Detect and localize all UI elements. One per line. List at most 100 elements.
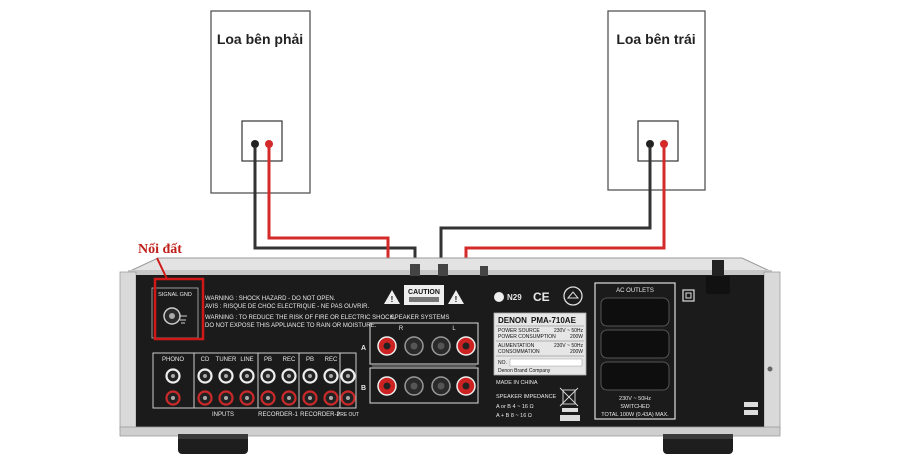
- rca-jack-pin: [287, 374, 291, 378]
- svg-text:WARNING : SHOCK HAZARD - DO NO: WARNING : SHOCK HAZARD - DO NOT OPEN.: [205, 296, 336, 302]
- svg-text:ALIMENTATION: ALIMENTATION: [498, 343, 535, 349]
- model-plate: DENON PMA-710AE POWER SOURCE 230V ~ 50Hz…: [493, 312, 587, 386]
- amplifier: [119, 257, 781, 454]
- power-cord: [712, 260, 724, 278]
- speaker-systems-block: SPEAKER SYSTEMS A B R L: [361, 315, 479, 404]
- rca-jack-pin: [203, 396, 207, 400]
- svg-text:POWER CONSUMPTION: POWER CONSUMPTION: [498, 334, 556, 340]
- jack-label: REC: [325, 357, 338, 363]
- svg-text:CAUTION: CAUTION: [408, 289, 440, 296]
- svg-text:PMA-710AE: PMA-710AE: [531, 316, 577, 325]
- svg-text:A + B 8 ~ 16 Ω: A + B 8 ~ 16 Ω: [496, 413, 532, 419]
- rca-jack-pin: [224, 374, 228, 378]
- left-speaker-positive-terminal: [660, 140, 668, 148]
- right-speaker-label: Loa bên phải: [217, 31, 303, 47]
- rca-jack-pin: [308, 396, 312, 400]
- jack-label: PB: [264, 357, 272, 363]
- rca-jack-pin: [346, 374, 350, 378]
- svg-text:B: B: [361, 385, 366, 392]
- rca-jack-pin: [308, 374, 312, 378]
- rca-input-section: [152, 352, 357, 409]
- speaker-impedance: SPEAKER IMPEDANCE A or B 4 ~ 16 Ω A + B …: [496, 387, 580, 421]
- double-insulation-icon: [682, 289, 695, 302]
- ac-outlet-2: [600, 329, 670, 359]
- svg-text:R: R: [399, 326, 404, 332]
- rca-jack-pin: [224, 396, 228, 400]
- svg-text:TOTAL 100W (0.43A) MAX.: TOTAL 100W (0.43A) MAX.: [601, 412, 669, 418]
- svg-text:!: !: [391, 295, 394, 304]
- right-speaker: Loa bên phải: [210, 10, 311, 194]
- ac-outlet-1: [600, 297, 670, 327]
- ac-outlet-3: [600, 361, 670, 391]
- svg-text:200W: 200W: [570, 334, 583, 340]
- left-speaker-terminal-plate: [637, 120, 679, 162]
- svg-text:SPEAKER SYSTEMS: SPEAKER SYSTEMS: [391, 315, 450, 321]
- svg-text:A: A: [361, 345, 366, 352]
- ground-symbol-icon: [180, 315, 187, 324]
- jack-label: PHONO: [162, 357, 184, 363]
- rca-jack-pin: [245, 374, 249, 378]
- pre-out-label: PRE OUT: [337, 412, 359, 418]
- rca-jack-pin: [171, 396, 175, 400]
- svg-text:DO NOT EXPOSE THIS APPLIANCE T: DO NOT EXPOSE THIS APPLIANCE TO RAIN OR …: [205, 323, 377, 329]
- svg-text:230V ~ 50Hz: 230V ~ 50Hz: [554, 343, 584, 349]
- svg-text:MADE IN CHINA: MADE IN CHINA: [496, 380, 538, 386]
- jack-label: CD: [201, 357, 210, 363]
- svg-text:WARNING : TO REDUCE THE RISK O: WARNING : TO REDUCE THE RISK OF FIRE OR …: [205, 315, 395, 321]
- svg-text:L: L: [452, 326, 456, 332]
- rca-jack-pin: [329, 396, 333, 400]
- jack-label: LINE: [240, 357, 253, 363]
- ac-outlets: AC OUTLETS 230V ~ 50Hz SWITCHED TOTAL 10…: [594, 282, 676, 420]
- ground-pointer: [156, 257, 168, 280]
- svg-text:RECORDER-2: RECORDER-2: [300, 412, 340, 418]
- left-speaker: Loa bên trái: [607, 10, 706, 191]
- svg-text:DENON: DENON: [498, 316, 527, 325]
- svg-text:CONSOMMATION: CONSOMMATION: [498, 349, 540, 355]
- rca-jack-pin: [245, 396, 249, 400]
- right-speaker-terminal-plate: [241, 120, 283, 162]
- certification-marks: N29 CE: [494, 286, 583, 306]
- rca-jack-pin: [171, 374, 175, 378]
- rca-jack-pin: [266, 396, 270, 400]
- svg-text:AVIS : RISQUE DE CHOC ELECTRIQ: AVIS : RISQUE DE CHOC ELECTRIQUE - NE PA…: [205, 304, 369, 310]
- ground-highlight-box: [153, 277, 205, 341]
- jack-label: PB: [306, 357, 314, 363]
- rca-jack-pin: [329, 374, 333, 378]
- svg-text:Denon Brand Company: Denon Brand Company: [498, 368, 551, 374]
- svg-text:230V ~ 50Hz: 230V ~ 50Hz: [554, 328, 584, 334]
- svg-text:INPUTS: INPUTS: [212, 412, 234, 418]
- recycle-icon: [563, 286, 583, 306]
- svg-text:SPEAKER IMPEDANCE: SPEAKER IMPEDANCE: [496, 394, 557, 400]
- left-speaker-negative-terminal: [646, 140, 654, 148]
- svg-text:A or B 4 ~ 16 Ω: A or B 4 ~ 16 Ω: [496, 404, 534, 410]
- right-speaker-negative-terminal: [251, 140, 259, 148]
- svg-text:POWER SOURCE: POWER SOURCE: [498, 328, 540, 334]
- svg-text:!: !: [455, 295, 458, 304]
- left-speaker-label: Loa bên trái: [616, 31, 695, 47]
- rca-jacks: [165, 368, 356, 406]
- svg-text:SIGNAL GND: SIGNAL GND: [158, 292, 192, 298]
- warning-triangle-icon: [384, 290, 400, 304]
- ground-label: Nối đất: [138, 242, 182, 257]
- caution-label: ! CAUTION !: [384, 285, 464, 305]
- rca-jack-pin: [266, 374, 270, 378]
- rca-jack-pin: [203, 374, 207, 378]
- svg-text:NO.: NO.: [498, 360, 507, 366]
- rca-jack-pin: [346, 396, 350, 400]
- jack-label: TUNER: [216, 357, 237, 363]
- svg-text:RECORDER-1: RECORDER-1: [258, 412, 298, 418]
- right-speaker-positive-terminal: [265, 140, 273, 148]
- warning-text: WARNING : SHOCK HAZARD - DO NOT OPEN. AV…: [205, 296, 395, 329]
- svg-text:CE: CE: [533, 290, 550, 304]
- jack-label: REC: [283, 357, 296, 363]
- warning-triangle-icon-2: [448, 290, 464, 304]
- svg-text:N29: N29: [507, 293, 522, 302]
- weee-bin-icon: [562, 389, 576, 405]
- svg-text:AC OUTLETS: AC OUTLETS: [616, 288, 654, 294]
- rca-jack-pin: [287, 396, 291, 400]
- svg-text:200W: 200W: [570, 349, 583, 355]
- svg-text:230V ~ 50Hz: 230V ~ 50Hz: [619, 396, 651, 402]
